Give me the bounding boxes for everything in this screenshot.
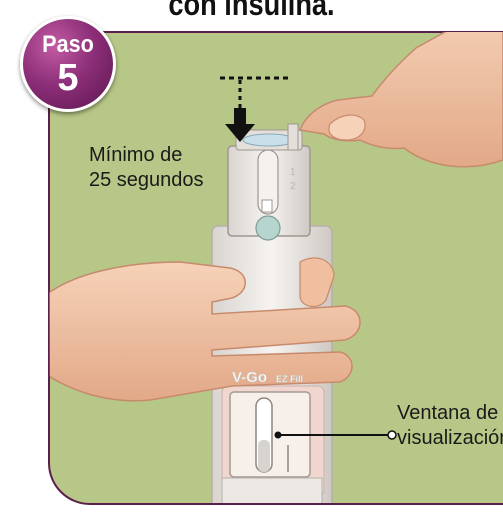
step-badge-word: Paso [42, 31, 94, 58]
pinching-hand [298, 32, 503, 168]
step-badge-number: 5 [57, 57, 79, 99]
collar-mark-1: 1 [290, 167, 296, 178]
collar-mark-2: 2 [290, 181, 296, 192]
time-label-line1: Mínimo de [89, 144, 183, 166]
device-model-mark: EZ Fill [276, 374, 303, 384]
time-label-line2: 25 segundos [89, 169, 204, 191]
window-label-line2: visualización [397, 427, 503, 449]
page-heading: con insulina. [168, 0, 335, 22]
holding-hand [49, 261, 361, 402]
down-arrow-icon [225, 108, 255, 142]
window-label: Ventana de visualización [397, 401, 503, 451]
time-label: Mínimo de 25 segundos [89, 143, 204, 193]
step-badge: Paso 5 [20, 16, 116, 112]
device-brand-mark: V-Go [232, 369, 267, 386]
window-label-line1: Ventana de [397, 402, 499, 424]
